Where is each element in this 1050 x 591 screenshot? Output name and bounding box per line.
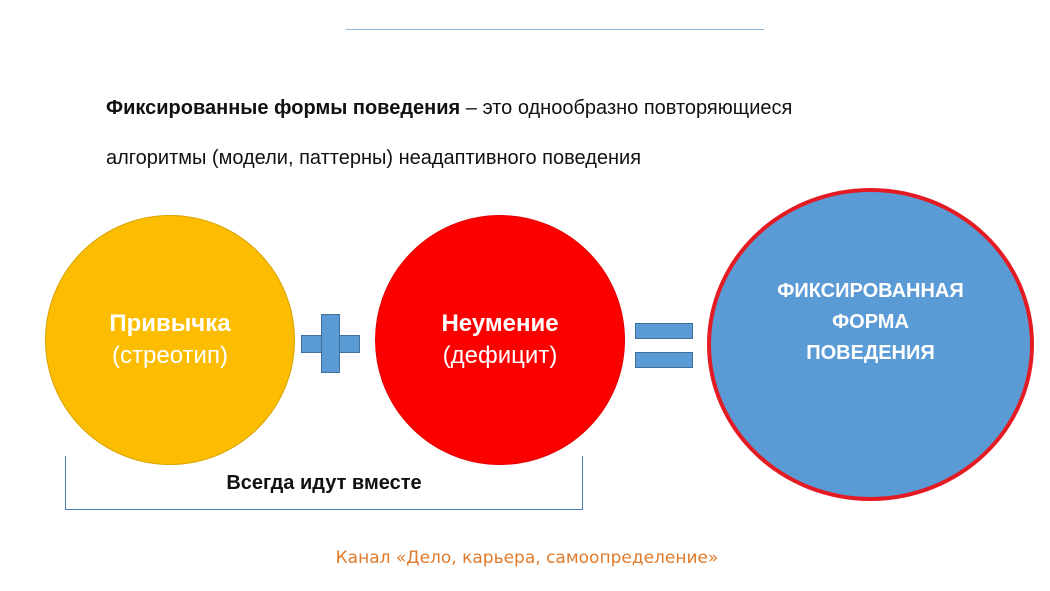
equals-bottom-bar (635, 352, 693, 368)
deficit-subtitle: (дефицит) (442, 342, 558, 369)
result-circle: ФИКСИРОВАННАЯ ФОРМА ПОВЕДЕНИЯ (707, 188, 1034, 501)
definition-rest: – это однообразно повторяющиеся (460, 97, 793, 119)
footer-text: Канал «Дело, карьера, самоопределение» (335, 548, 719, 568)
deficit-circle: Неумение (дефицит) (375, 215, 625, 465)
definition-line-1: Фиксированные формы поведения – это одно… (106, 94, 792, 122)
result-title: ФИКСИРОВАННАЯ ФОРМА ПОВЕДЕНИЯ (777, 276, 963, 369)
plus-center (322, 336, 339, 352)
channel-footer: Канал «Дело, карьера, самоопределение» (0, 548, 1050, 568)
top-divider (346, 29, 764, 30)
definition-term: Фиксированные формы поведения (106, 97, 461, 119)
habit-subtitle: (стреотип) (112, 342, 228, 369)
bracket-label: Всегда идут вместе (226, 472, 422, 494)
habit-title: Привычка (109, 310, 231, 337)
plus-icon (301, 314, 360, 373)
equals-icon (635, 323, 693, 369)
result-title-line-3: ПОВЕДЕНИЯ (806, 342, 935, 364)
definition-line-2: алгоритмы (модели, паттерны) неадаптивно… (106, 147, 642, 169)
result-title-line-2: ФОРМА (832, 311, 909, 333)
result-title-line-1: ФИКСИРОВАННАЯ (777, 280, 964, 302)
equals-top-bar (635, 323, 693, 339)
together-bracket (65, 456, 583, 510)
deficit-title: Неумение (441, 310, 559, 337)
habit-circle: Привычка (стреотип) (45, 215, 295, 465)
